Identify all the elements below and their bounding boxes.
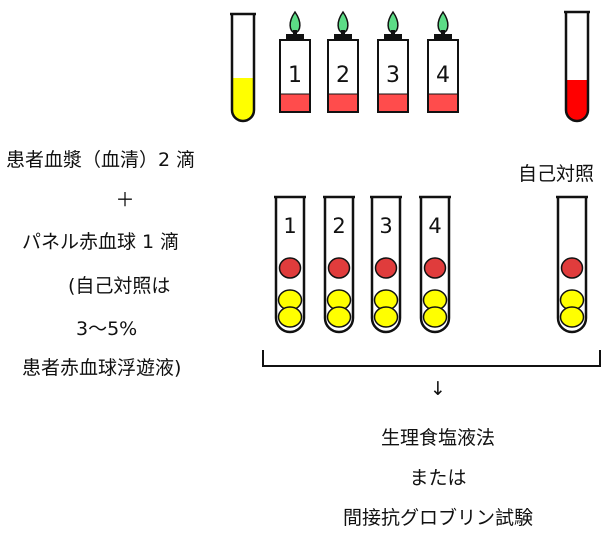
- bottle-cap-icon: [387, 10, 399, 34]
- bottle-neck: [384, 34, 402, 41]
- tube-number: 4: [428, 214, 441, 238]
- reagent-bottle-2: 2: [327, 10, 359, 113]
- bottle-number: 1: [288, 63, 302, 88]
- bracket: [262, 350, 601, 367]
- reagent-bottle-3: 3: [377, 10, 409, 113]
- plasma-tube: [230, 12, 256, 123]
- tube-number: 1: [283, 214, 296, 238]
- auto-control-note-1: (自己対照は: [68, 275, 171, 297]
- test-tubes: 1 2 3 4: [274, 195, 588, 334]
- auto-control-note-2: 3～5%: [76, 318, 138, 340]
- panel-cell-label: パネル赤血球 1 滴: [22, 231, 180, 253]
- plasma-fill: [232, 78, 254, 121]
- plus-sign: ＋: [115, 189, 135, 211]
- plasma-drops-label: 患者血漿（血清）2 滴: [6, 149, 196, 171]
- bottle-red-cells: [281, 94, 309, 111]
- down-arrow: ↓: [430, 378, 446, 400]
- red-cell-drop: [560, 257, 584, 279]
- reagent-bottle-4: 4: [427, 10, 459, 113]
- auto-control-label: 自己対照: [518, 163, 595, 185]
- bottle-cap-icon: [289, 10, 301, 34]
- tube-number: 3: [379, 214, 392, 238]
- control-tube: [556, 195, 588, 334]
- test-tube-2: 2: [323, 195, 355, 334]
- test-tube-1: 1: [274, 195, 306, 334]
- bottle-cap-icon: [437, 10, 449, 34]
- method-or: または: [409, 467, 467, 489]
- method-iat: 間接抗グロブリン試験: [342, 507, 533, 529]
- plasma-drop: [277, 306, 303, 328]
- auto-control-note-3: 患者赤血球浮遊液): [22, 357, 182, 379]
- plasma-drop: [559, 306, 585, 328]
- red-cell-drop: [278, 257, 302, 279]
- bottle-number: 2: [336, 63, 350, 88]
- reagent-bottles: 1 2 3 4: [279, 10, 459, 113]
- test-tube-4: 4: [419, 195, 451, 334]
- plasma-drop: [373, 306, 399, 328]
- plasma-drop: [326, 306, 352, 328]
- bottle-number: 4: [436, 63, 450, 88]
- red-cell-drop: [423, 257, 447, 279]
- reagent-bottle-1: 1: [279, 10, 311, 113]
- plasma-drop: [422, 306, 448, 328]
- test-tube-3: 3: [370, 195, 402, 334]
- bottle-cap-icon: [337, 10, 349, 34]
- tube-number: 2: [332, 214, 345, 238]
- bottle-number: 3: [386, 63, 400, 88]
- bottle-red-cells: [429, 94, 457, 111]
- bottle-red-cells: [329, 94, 357, 111]
- bottle-neck: [434, 34, 452, 41]
- red-cell-drop: [327, 257, 351, 279]
- red-cell-drop: [374, 257, 398, 279]
- control-tube-top: [564, 10, 590, 123]
- method-saline: 生理食塩液法: [380, 427, 495, 449]
- bottle-neck: [334, 34, 352, 41]
- control-fill: [566, 80, 588, 121]
- bottle-neck: [286, 34, 304, 41]
- bottle-red-cells: [379, 94, 407, 111]
